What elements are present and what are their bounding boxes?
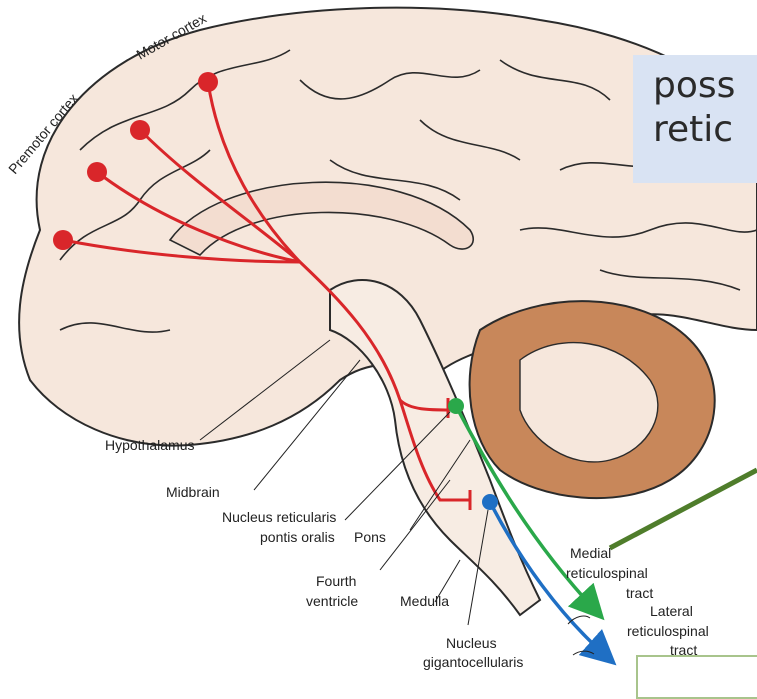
label-pons: Pons [354, 529, 386, 545]
label-medial-3: tract [626, 585, 653, 601]
label-midbrain: Midbrain [166, 484, 220, 500]
callout-line-1: poss [653, 65, 735, 106]
premotor-neuron-2 [87, 162, 107, 182]
motor-cortex-neuron [198, 72, 218, 92]
premotor-neuron-3 [53, 230, 73, 250]
label-nrpo-2: pontis oralis [260, 529, 335, 545]
callout-line-2: retic [653, 109, 733, 150]
label-lateral-2: reticulospinal [627, 623, 709, 639]
label-fourth-2: ventricle [306, 593, 358, 609]
label-medial-2: reticulospinal [566, 565, 648, 581]
slide-text-callout: poss retic [633, 55, 757, 183]
label-ngc-2: gigantocellularis [423, 654, 523, 670]
note-box [636, 655, 757, 699]
label-medial-1: Medial [570, 545, 611, 561]
label-fourth-1: Fourth [316, 573, 356, 589]
label-ngc-1: Nucleus [446, 635, 497, 651]
label-nrpo-1: Nucleus reticularis [222, 509, 336, 525]
premotor-neuron-1 [130, 120, 150, 140]
label-lateral-1: Lateral [650, 603, 693, 619]
label-hypothalamus: Hypothalamus [105, 437, 195, 453]
label-medulla: Medulla [400, 593, 449, 609]
